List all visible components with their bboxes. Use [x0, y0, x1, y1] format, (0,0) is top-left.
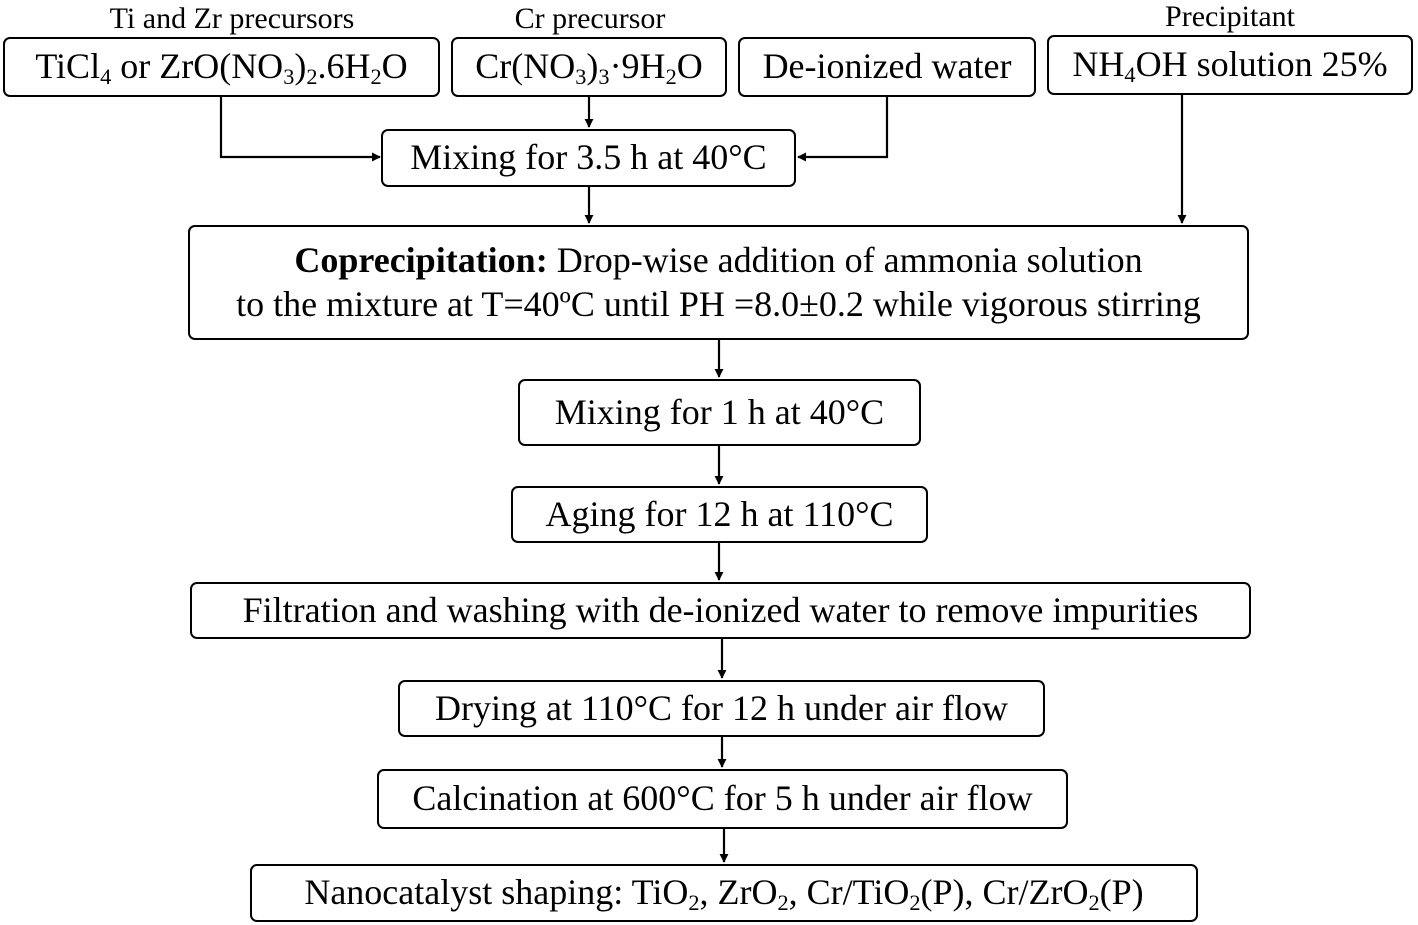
coprecipitation-line-1: Coprecipitation: Drop-wise addition of a…: [294, 239, 1143, 280]
calcination-text: Calcination at 600°C for 5 h under air f…: [412, 778, 1033, 819]
coprecipitation-text: Coprecipitation: Drop-wise addition of a…: [236, 239, 1201, 327]
box-ti-zr-precursor: TiCl4 or ZrO(NO3)2.6H2O: [3, 37, 440, 97]
arrow-water-to-mixing: [797, 97, 889, 162]
box-calcination: Calcination at 600°C for 5 h under air f…: [377, 769, 1068, 829]
arrow-ti-zr-to-mixing: [219, 97, 381, 162]
aging-text: Aging for 12 h at 110°C: [545, 493, 894, 534]
coprecipitation-line-2: to the mixture at T=40ºC until PH =8.0±0…: [236, 283, 1201, 324]
label-ti-zr-precursors: Ti and Zr precursors: [109, 2, 355, 35]
box-nanocatalyst-shaping: Nanocatalyst shaping: TiO2, ZrO2, Cr/TiO…: [250, 864, 1198, 922]
mixing-1h-text: Mixing for 1 h at 40°C: [554, 391, 885, 432]
box-mixing-1h: Mixing for 1 h at 40°C: [518, 379, 921, 446]
mixing-3-5h-text: Mixing for 3.5 h at 40°C: [410, 137, 767, 178]
box-mixing-3-5h: Mixing for 3.5 h at 40°C: [381, 129, 796, 187]
nh4oh-formula: NH4OH solution 25%: [1072, 44, 1388, 88]
label-cr-precursor: Cr precursor: [514, 2, 666, 35]
box-filtration-washing: Filtration and washing with de-ionized w…: [190, 582, 1251, 639]
box-deionized-water: De-ionized water: [738, 37, 1036, 97]
box-cr-precursor: Cr(NO3)3·9H2O: [451, 37, 727, 97]
label-precipitant: Precipitant: [1165, 0, 1295, 33]
ti-zr-formula: TiCl4 or ZrO(NO3)2.6H2O: [35, 46, 408, 90]
box-aging: Aging for 12 h at 110°C: [511, 486, 928, 543]
deionized-water-text: De-ionized water: [762, 46, 1012, 87]
box-coprecipitation: Coprecipitation: Drop-wise addition of a…: [188, 225, 1249, 340]
box-drying: Drying at 110°C for 12 h under air flow: [398, 680, 1045, 737]
drying-text: Drying at 110°C for 12 h under air flow: [435, 687, 1008, 728]
box-nh4oh-solution: NH4OH solution 25%: [1047, 35, 1413, 95]
cr-formula: Cr(NO3)3·9H2O: [475, 46, 703, 90]
filtration-washing-text: Filtration and washing with de-ionized w…: [242, 589, 1199, 630]
nanocatalyst-shaping-text: Nanocatalyst shaping: TiO2, ZrO2, Cr/TiO…: [304, 872, 1144, 916]
